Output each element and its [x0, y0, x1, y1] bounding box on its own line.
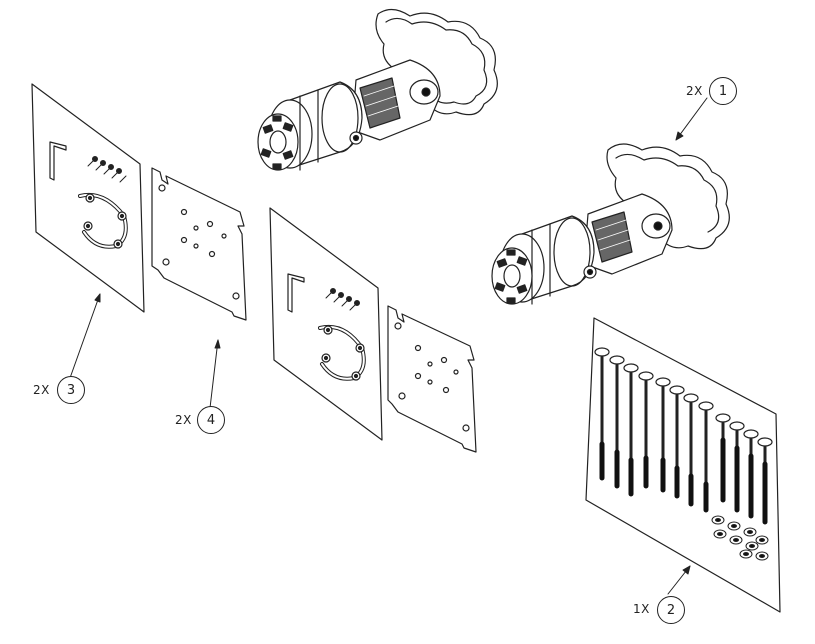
callout-qty-3: 2X: [33, 383, 50, 397]
arrowhead-1: [675, 131, 684, 141]
nut-washer-set: [711, 515, 769, 561]
mount-arm-upper: [257, 8, 498, 171]
leader-lines: [69, 97, 708, 595]
callout-number-2: 2: [657, 596, 685, 624]
arrowhead-3: [94, 293, 101, 303]
arrowhead-4: [214, 339, 221, 349]
arrowhead-2: [682, 565, 691, 575]
callout-number-1: 1: [709, 77, 737, 105]
callout-qty-4: 2X: [175, 413, 192, 427]
callout-qty-2: 1X: [633, 602, 650, 616]
hardware-card-left: [31, 83, 145, 313]
bolt-set: [594, 347, 773, 525]
hardware-card-middle: [269, 207, 383, 441]
vesa-plate-left: [151, 167, 247, 321]
bolt-card: [585, 317, 781, 613]
leader-line-4: [209, 339, 219, 409]
callout-number-3: 3: [57, 376, 85, 404]
mount-arm-lower: [491, 143, 730, 305]
callout-number-4: 4: [197, 406, 225, 434]
vesa-plate-middle: [387, 305, 477, 453]
leader-line-3: [69, 293, 101, 379]
leader-line-1: [675, 97, 708, 141]
callout-qty-1: 2X: [686, 84, 703, 98]
